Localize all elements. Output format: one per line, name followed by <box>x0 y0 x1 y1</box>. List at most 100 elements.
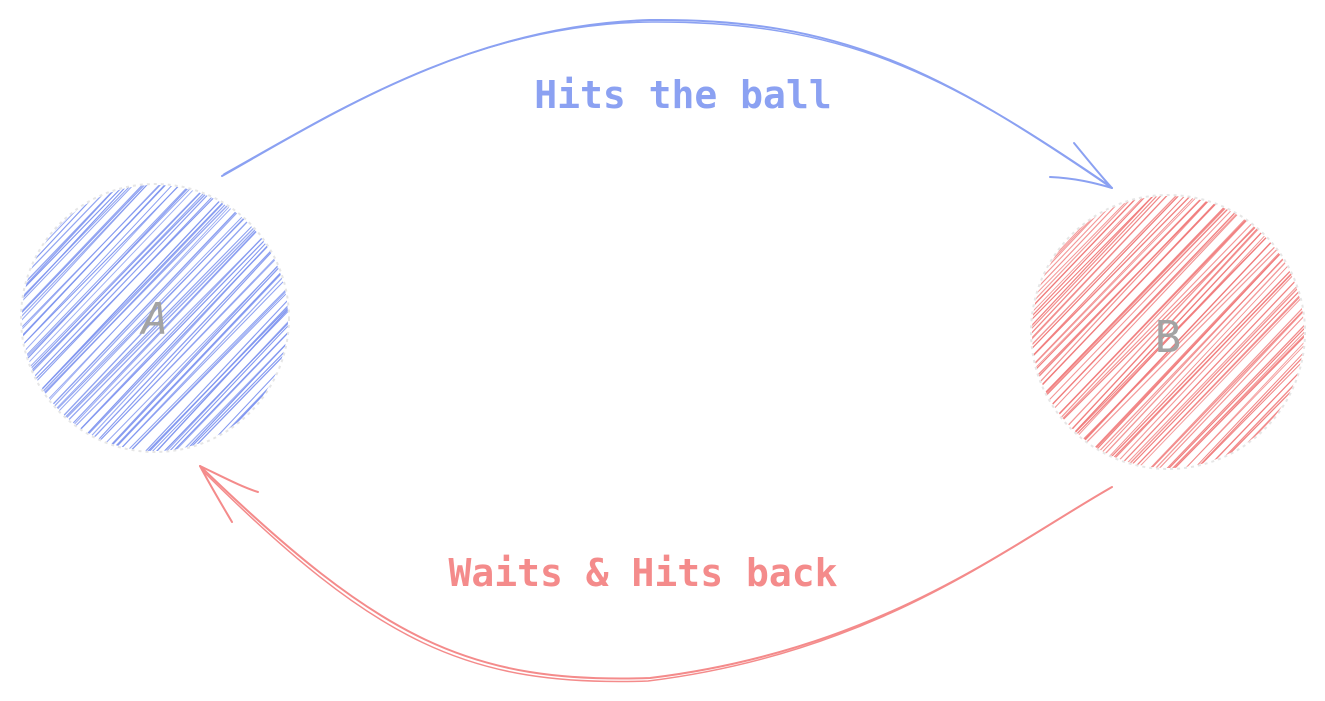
hatch-stroke <box>1110 196 1304 468</box>
hatch-stroke <box>1093 196 1304 468</box>
hatch-stroke <box>1032 196 1249 468</box>
hatch-stroke <box>1032 196 1120 468</box>
hatch-stroke <box>115 185 288 451</box>
hatch-stroke <box>1032 196 1134 468</box>
hatch-stroke <box>216 185 288 451</box>
hatch-stroke <box>1032 196 1153 468</box>
edge-a-to-b-label: Hits the ball <box>534 73 831 117</box>
hatch-stroke <box>1122 196 1304 468</box>
hatch-stroke <box>1299 196 1304 468</box>
hatch-stroke <box>1032 196 1033 468</box>
hatch-stroke <box>1114 196 1304 468</box>
hatch-stroke <box>22 185 32 451</box>
hatch-stroke <box>1032 196 1055 468</box>
hatch-stroke <box>0 177 18 462</box>
node-a-outline <box>20 183 290 453</box>
hatch-stroke <box>1266 196 1304 468</box>
hatch-stroke <box>22 185 150 451</box>
hatch-stroke <box>22 185 183 451</box>
hatch-stroke <box>1032 196 1165 468</box>
hatch-stroke <box>234 185 288 451</box>
hatch-stroke <box>1116 196 1304 468</box>
hatch-stroke <box>22 185 151 451</box>
hatch-stroke <box>204 185 288 451</box>
hatch-stroke <box>22 185 176 451</box>
hatch-stroke <box>1177 196 1304 468</box>
hatch-stroke <box>1292 196 1304 468</box>
hatch-stroke <box>87 185 288 451</box>
hatch-stroke <box>161 185 288 451</box>
hatch-stroke <box>204 185 288 451</box>
hatch-stroke <box>1032 196 1196 468</box>
hatch-stroke <box>174 185 288 451</box>
hatch-stroke <box>1148 196 1304 468</box>
hatch-stroke <box>22 185 288 451</box>
hatch-stroke <box>1107 196 1304 468</box>
hatch-stroke <box>22 185 245 451</box>
hatch-stroke <box>145 185 288 451</box>
hatch-stroke <box>1032 196 1304 468</box>
hatch-stroke <box>1032 196 1126 468</box>
hatch-stroke <box>1032 196 1291 468</box>
hatch-stroke <box>1032 196 1160 468</box>
hatch-stroke <box>22 185 158 451</box>
hatch-stroke <box>1143 196 1304 468</box>
hatch-stroke <box>1134 196 1304 468</box>
hatch-stroke <box>76 185 288 451</box>
hatch-stroke <box>127 185 288 451</box>
hatch-stroke <box>256 185 288 451</box>
hatch-stroke <box>168 185 288 451</box>
hatch-stroke <box>22 185 223 451</box>
hatch-stroke <box>271 185 288 451</box>
hatch-stroke <box>22 185 128 451</box>
edge-b-to-a-label: Waits & Hits back <box>449 551 838 595</box>
hatch-stroke <box>22 185 201 451</box>
hatch-stroke <box>22 185 263 451</box>
hatch-stroke <box>22 185 62 451</box>
hatch-stroke <box>281 185 288 451</box>
hatch-stroke <box>22 185 235 451</box>
hatch-stroke <box>1032 196 1140 468</box>
hatch-stroke <box>1179 196 1304 468</box>
node-a-hatch <box>0 177 288 462</box>
hatch-stroke <box>276 185 288 451</box>
hatch-stroke <box>1032 196 1233 468</box>
hatch-stroke <box>1032 196 1207 468</box>
hatch-stroke <box>1279 196 1304 468</box>
node-b-outline <box>1030 194 1306 470</box>
hatch-stroke <box>184 185 288 451</box>
hatch-stroke <box>1227 196 1304 468</box>
hatch-stroke <box>1032 196 1186 468</box>
hatch-stroke <box>1155 196 1304 468</box>
hatch-stroke <box>97 185 288 451</box>
hatch-stroke <box>22 185 114 451</box>
hatch-stroke <box>1032 196 1041 468</box>
hatch-stroke <box>1087 196 1304 468</box>
hatch-stroke <box>1032 196 1224 468</box>
hatch-stroke <box>1032 196 1213 468</box>
hatch-stroke <box>1032 196 1048 468</box>
hatch-stroke <box>1211 196 1304 468</box>
edge-b-to-a: Waits & Hits back <box>199 465 1113 683</box>
hatch-stroke <box>1032 196 1184 468</box>
hatch-stroke <box>252 185 288 451</box>
hatch-stroke <box>22 185 130 451</box>
hatch-stroke <box>1032 196 1114 468</box>
hatch-stroke <box>65 185 288 451</box>
node-a-label: A <box>139 294 169 345</box>
edge-a-to-b-line-sketch <box>223 21 1111 187</box>
hatch-stroke <box>1084 196 1304 468</box>
hatch-stroke <box>108 185 288 451</box>
hatch-stroke <box>22 185 207 451</box>
hatch-stroke <box>22 185 116 451</box>
hatch-stroke <box>1032 196 1206 468</box>
hatch-stroke <box>242 185 288 451</box>
hatch-stroke <box>1032 196 1072 468</box>
hatch-stroke <box>22 185 228 451</box>
hatch-stroke <box>112 185 288 451</box>
hatch-stroke <box>1032 196 1248 468</box>
hatch-stroke <box>1032 196 1203 468</box>
hatch-stroke <box>22 185 200 451</box>
hatch-stroke <box>211 185 288 451</box>
